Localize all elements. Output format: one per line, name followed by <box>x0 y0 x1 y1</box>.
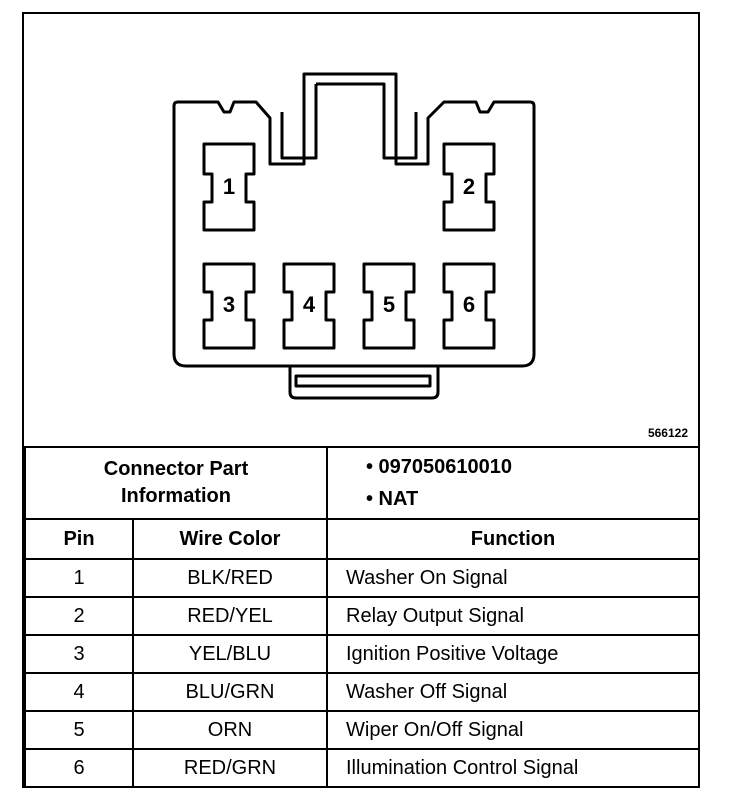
header-wire-color: Wire Color <box>132 518 328 560</box>
header-function: Function <box>326 518 700 560</box>
part-info-row: Connector Part Information • 09705061001… <box>24 446 700 520</box>
table-row: 1 BLK/RED Washer On Signal <box>24 558 700 598</box>
row-wire-color: BLU/GRN <box>132 672 328 712</box>
diagram-frame: 1 2 3 4 5 6 566122 Connector Part Inform… <box>22 12 700 788</box>
table-row: 5 ORN Wiper On/Off Signal <box>24 710 700 750</box>
connector-diagram: 1 2 3 4 5 6 566122 <box>24 14 698 446</box>
row-wire-color: RED/YEL <box>132 596 328 636</box>
row-function: Relay Output Signal <box>326 596 700 636</box>
row-pin: 3 <box>24 634 134 674</box>
pin-label-1: 1 <box>222 174 236 199</box>
row-pin: 2 <box>24 596 134 636</box>
figure-id: 566122 <box>647 426 688 440</box>
table-row: 2 RED/YEL Relay Output Signal <box>24 596 700 636</box>
row-wire-color: RED/GRN <box>132 748 328 788</box>
part-info-label-line2: Information <box>121 485 231 507</box>
row-pin: 1 <box>24 558 134 598</box>
connector-outline <box>172 72 536 400</box>
part-number: • 097050610010 <box>366 456 513 478</box>
table-row: 4 BLU/GRN Washer Off Signal <box>24 672 700 712</box>
header-pin: Pin <box>24 518 134 560</box>
part-info-label-line1: Connector Part <box>103 458 249 480</box>
row-function: Wiper On/Off Signal <box>326 710 700 750</box>
row-function: Washer Off Signal <box>326 672 700 712</box>
row-pin: 4 <box>24 672 134 712</box>
part-info-values: • 097050610010 • NAT <box>326 446 700 520</box>
connector-table: Connector Part Information • 09705061001… <box>24 446 700 788</box>
pin-label-6: 6 <box>462 292 476 317</box>
row-wire-color: BLK/RED <box>132 558 328 598</box>
pin-label-4: 4 <box>302 292 316 317</box>
row-function: Illumination Control Signal <box>326 748 700 788</box>
row-function: Washer On Signal <box>326 558 700 598</box>
pin-label-5: 5 <box>382 292 396 317</box>
part-info-label: Connector Part Information <box>24 446 328 520</box>
row-pin: 6 <box>24 748 134 788</box>
row-wire-color: ORN <box>132 710 328 750</box>
table-row: 6 RED/GRN Illumination Control Signal <box>24 748 700 788</box>
pin-label-3: 3 <box>222 292 236 317</box>
pin-label-2: 2 <box>462 174 476 199</box>
table-header-row: Pin Wire Color Function <box>24 518 700 560</box>
row-function: Ignition Positive Voltage <box>326 634 700 674</box>
part-color: • NAT <box>366 488 419 510</box>
row-pin: 5 <box>24 710 134 750</box>
table-row: 3 YEL/BLU Ignition Positive Voltage <box>24 634 700 674</box>
row-wire-color: YEL/BLU <box>132 634 328 674</box>
